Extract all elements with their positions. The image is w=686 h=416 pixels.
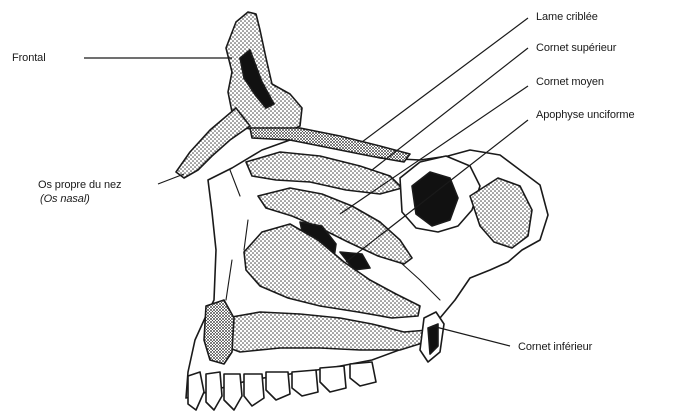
label-os-nasal: (Os nasal) [40,193,90,206]
leader-os-propre [158,174,184,184]
label-lame-criblee: Lame criblée [536,11,598,24]
incisive-bone [204,300,234,364]
leader-lame-criblee [362,18,528,142]
label-apophyse-unciforme: Apophyse unciforme [536,109,634,122]
leader-cornet-superieur [372,48,528,170]
label-cornet-inferieur: Cornet inférieur [518,341,592,354]
teeth [188,362,376,410]
label-cornet-superieur: Cornet supérieur [536,42,616,55]
leader-cornet-inferieur [432,326,510,346]
label-os-propre-du-nez: Os propre du nez [38,179,121,192]
label-frontal: Frontal [12,52,46,65]
label-cornet-moyen: Cornet moyen [536,76,604,89]
nasal-bone [176,108,250,178]
